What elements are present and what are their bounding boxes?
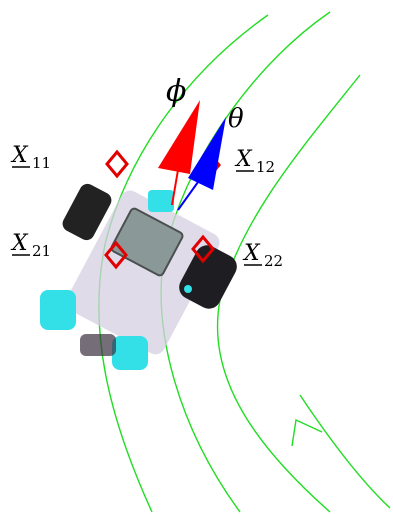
theta-arrow	[188, 117, 226, 190]
phi-arrow-shaft	[171, 169, 179, 206]
marker-x22	[191, 234, 215, 264]
label-x22-sub: 22	[264, 252, 283, 270]
robot-wheel-rear-right	[112, 336, 148, 370]
marker-x21	[104, 240, 128, 270]
label-x22-base: X	[242, 241, 261, 266]
label-x12: X 12	[234, 147, 275, 176]
label-x21: X 21	[10, 231, 51, 260]
label-phi: ϕ	[166, 74, 186, 109]
robot-wheel-front-right	[179, 245, 237, 309]
label-x12-sub: 12	[256, 158, 275, 176]
robot-lower-plate	[80, 334, 116, 356]
robot-cyan-block	[148, 190, 174, 212]
theta-arrow-shaft	[177, 181, 199, 211]
label-x11: X 11	[10, 143, 51, 172]
label-x21-sub: 21	[32, 242, 51, 260]
phi-arrow	[158, 100, 200, 174]
orientation-arrows	[158, 100, 226, 211]
robot-board	[110, 207, 184, 277]
path-curve-outer	[216, 74, 361, 513]
robot-wheel-front-left	[62, 183, 112, 241]
robot	[40, 183, 237, 370]
robot-sensor-dot	[184, 285, 192, 293]
label-theta: θ	[228, 104, 244, 134]
label-x21-base: X	[10, 231, 29, 256]
label-x11-base: X	[10, 143, 29, 168]
label-x11-sub: 11	[32, 154, 51, 172]
label-x22: X 22	[242, 241, 283, 270]
path-direction-arrow	[291, 418, 323, 447]
label-x12-base: X	[234, 147, 253, 172]
robot-frame	[66, 190, 220, 355]
marker-x11	[105, 149, 129, 179]
path-curve-outer-right	[299, 394, 391, 509]
robot-wheel-rear-left	[40, 290, 76, 330]
